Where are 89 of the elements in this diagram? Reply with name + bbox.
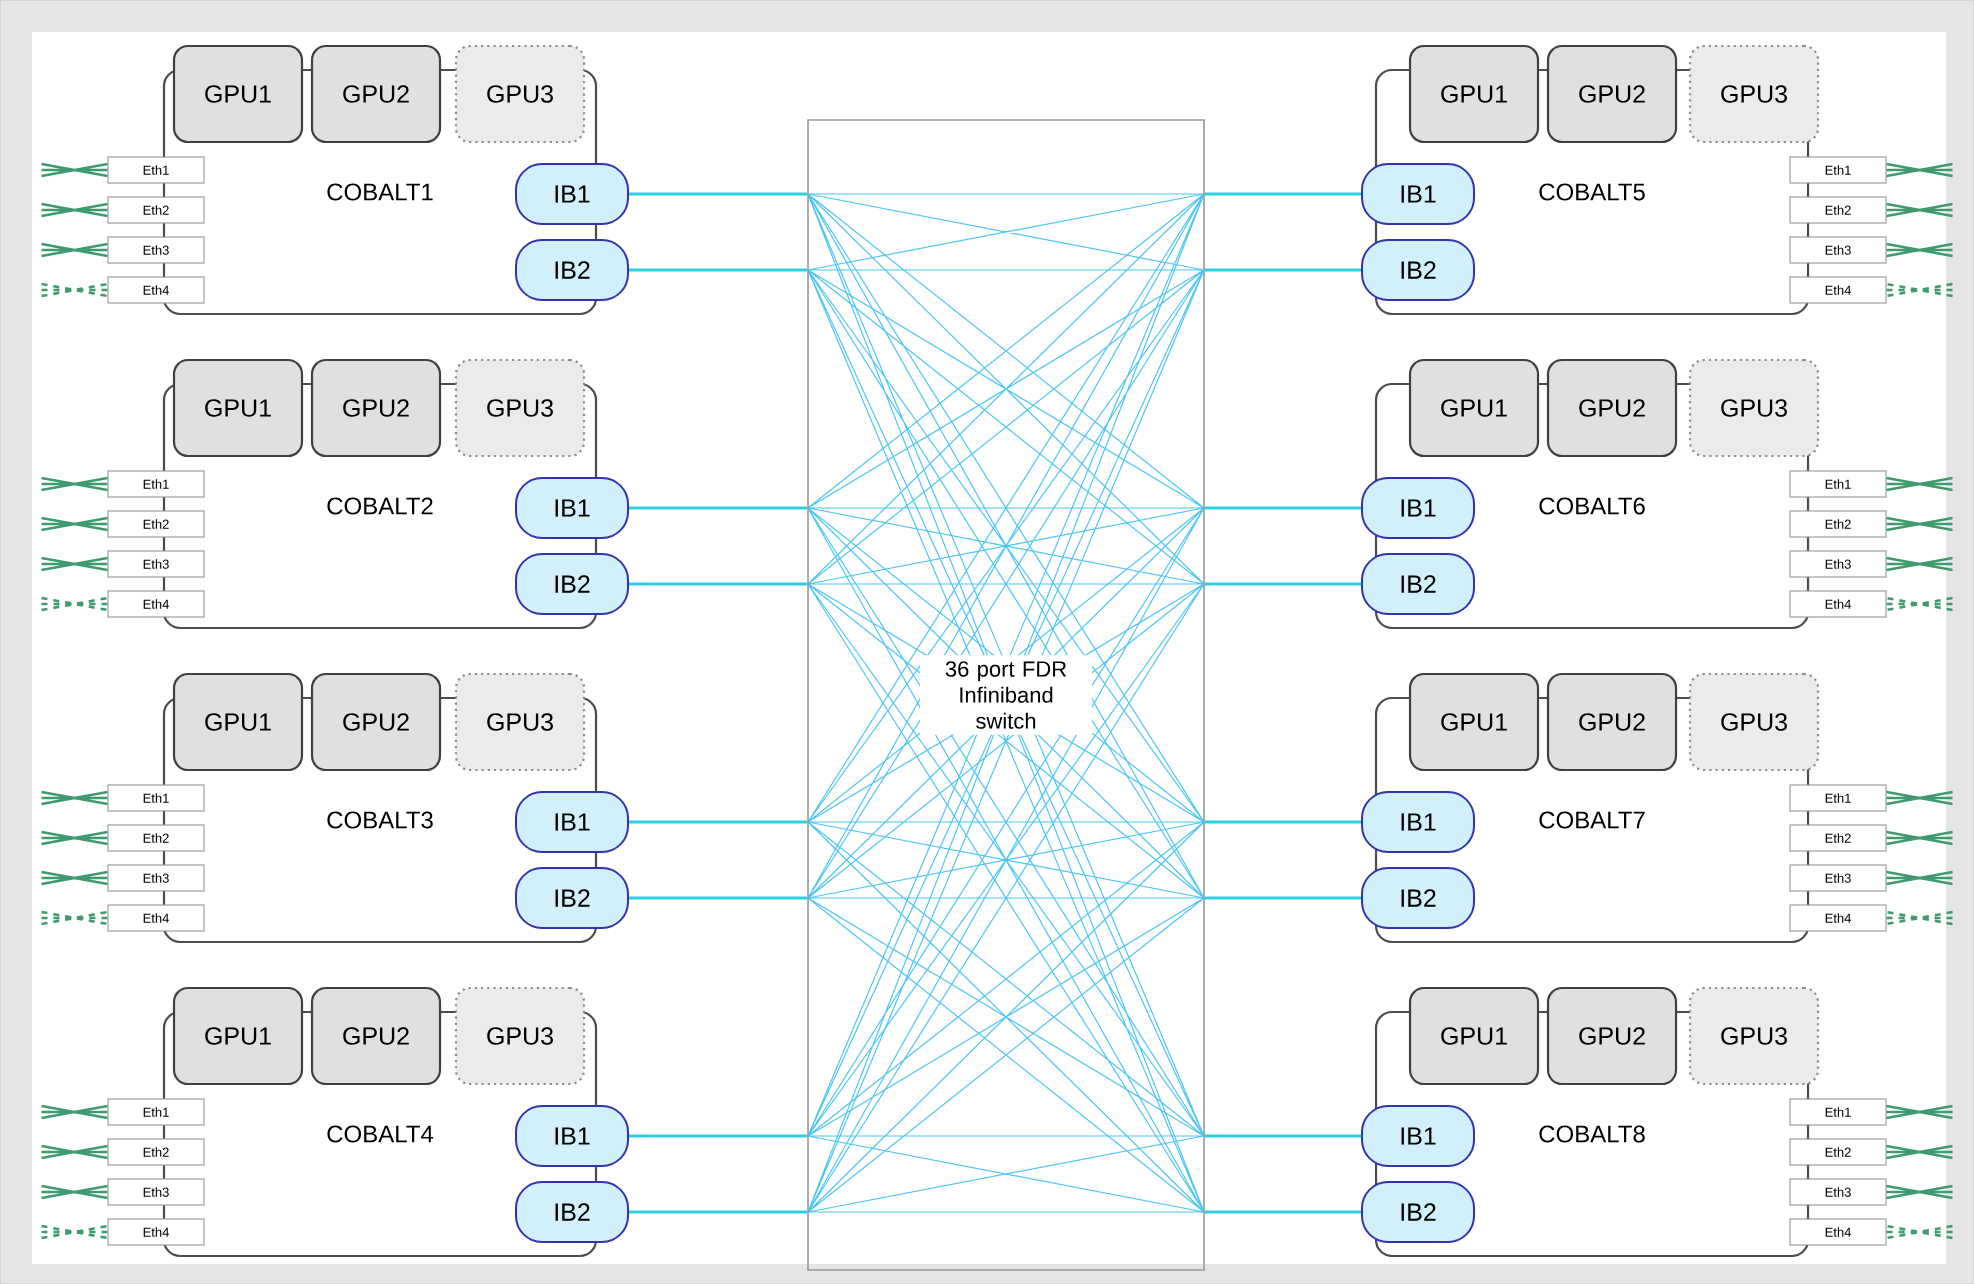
ethernet-cable: [40, 870, 109, 886]
gpu-box: GPU2: [1546, 358, 1678, 458]
cable-line: [1204, 192, 1361, 196]
ethernet-cable: [1885, 476, 1954, 492]
ethernet-cable: [40, 1104, 109, 1120]
ethernet-cable: [40, 242, 109, 258]
ethernet-cable: [1885, 790, 1954, 806]
ethernet-cable: [1885, 1184, 1954, 1200]
cable-line: [629, 1210, 808, 1214]
ethernet-cable: [40, 162, 109, 178]
ethernet-cable: [1885, 242, 1954, 258]
port-pill: IB2: [1361, 553, 1476, 615]
port-pill: IB2: [1361, 867, 1476, 929]
ethernet-cable: [1885, 910, 1954, 926]
gpu-box: GPU3: [1688, 986, 1820, 1086]
ethernet-cable: [40, 830, 109, 846]
gpu-box: GPU1: [172, 672, 304, 772]
ethernet-cable: [1885, 556, 1954, 572]
ethernet-cable: [40, 516, 109, 532]
ethernet-cable: [40, 1224, 109, 1240]
gpu-box: GPU1: [1408, 986, 1540, 1086]
port-pill: IB1: [515, 477, 629, 539]
gpu-box: GPU1: [1408, 358, 1540, 458]
gpu-box: GPU3: [1688, 44, 1820, 144]
port-pill: IB2: [515, 867, 629, 929]
gpu-box: GPU2: [1546, 672, 1678, 772]
ethernet-cable: [1885, 162, 1954, 178]
cable-line: [629, 506, 808, 510]
cable-line: [1204, 820, 1361, 824]
cable-line: [629, 820, 808, 824]
ethernet-cable: [1885, 516, 1954, 532]
gpu-box: GPU1: [172, 986, 304, 1086]
gpu-box: GPU2: [310, 986, 442, 1086]
gpu-box: GPU2: [310, 44, 442, 144]
port-pill: IB1: [515, 163, 629, 225]
cable-line: [629, 268, 808, 272]
ethernet-cable: [40, 910, 109, 926]
gpu-box: GPU1: [1408, 44, 1540, 144]
port-pill: IB2: [515, 1181, 629, 1243]
gpu-box: GPU2: [310, 672, 442, 772]
port-pill: IB1: [1361, 1105, 1476, 1167]
gpu-box: GPU1: [172, 358, 304, 458]
cable-line: [629, 192, 808, 196]
cable-line: [1204, 506, 1361, 510]
gpu-box: GPU2: [1546, 986, 1678, 1086]
ethernet-cable: [40, 790, 109, 806]
ethernet-cable: [40, 202, 109, 218]
gpu-box: GPU3: [454, 672, 586, 772]
cable-line: [1204, 1134, 1361, 1138]
gpu-box: GPU1: [1408, 672, 1540, 772]
ethernet-cable: [40, 1184, 109, 1200]
cable-line: [1204, 896, 1361, 900]
cable-line: [629, 896, 808, 900]
ethernet-cable: [40, 1144, 109, 1160]
port-pill: IB1: [515, 1105, 629, 1167]
ethernet-cable: [40, 556, 109, 572]
gpu-box: GPU3: [454, 44, 586, 144]
port-pill: IB1: [1361, 163, 1476, 225]
gpu-box: GPU3: [1688, 672, 1820, 772]
ethernet-cable: [1885, 202, 1954, 218]
gpu-box: GPU1: [172, 44, 304, 144]
port-pill: IB1: [1361, 791, 1476, 853]
ethernet-cable: [40, 476, 109, 492]
ethernet-cable: [1885, 870, 1954, 886]
switch-box: 36 port FDR Infiniband switch: [807, 119, 1205, 1271]
cable-line: [1204, 268, 1361, 272]
port-pill: IB2: [1361, 239, 1476, 301]
cable-line: [629, 582, 808, 586]
ethernet-cable: [1885, 282, 1954, 298]
port-pill: IB1: [1361, 477, 1476, 539]
gpu-box: GPU2: [1546, 44, 1678, 144]
gpu-box: GPU3: [454, 358, 586, 458]
ethernet-cable: [1885, 596, 1954, 612]
cable-line: [1204, 582, 1361, 586]
cable-line: [629, 1134, 808, 1138]
ethernet-cable: [40, 282, 109, 298]
ethernet-cable: [1885, 1104, 1954, 1120]
port-pill: IB2: [515, 239, 629, 301]
port-pill: IB2: [1361, 1181, 1476, 1243]
gpu-box: GPU3: [454, 986, 586, 1086]
gpu-box: GPU2: [310, 358, 442, 458]
ethernet-cable: [1885, 1144, 1954, 1160]
ethernet-cable: [40, 596, 109, 612]
cable-line: [1204, 1210, 1361, 1214]
ethernet-cable: [1885, 1224, 1954, 1240]
ethernet-cable: [1885, 830, 1954, 846]
gpu-box: GPU3: [1688, 358, 1820, 458]
port-pill: IB1: [515, 791, 629, 853]
port-pill: IB2: [515, 553, 629, 615]
